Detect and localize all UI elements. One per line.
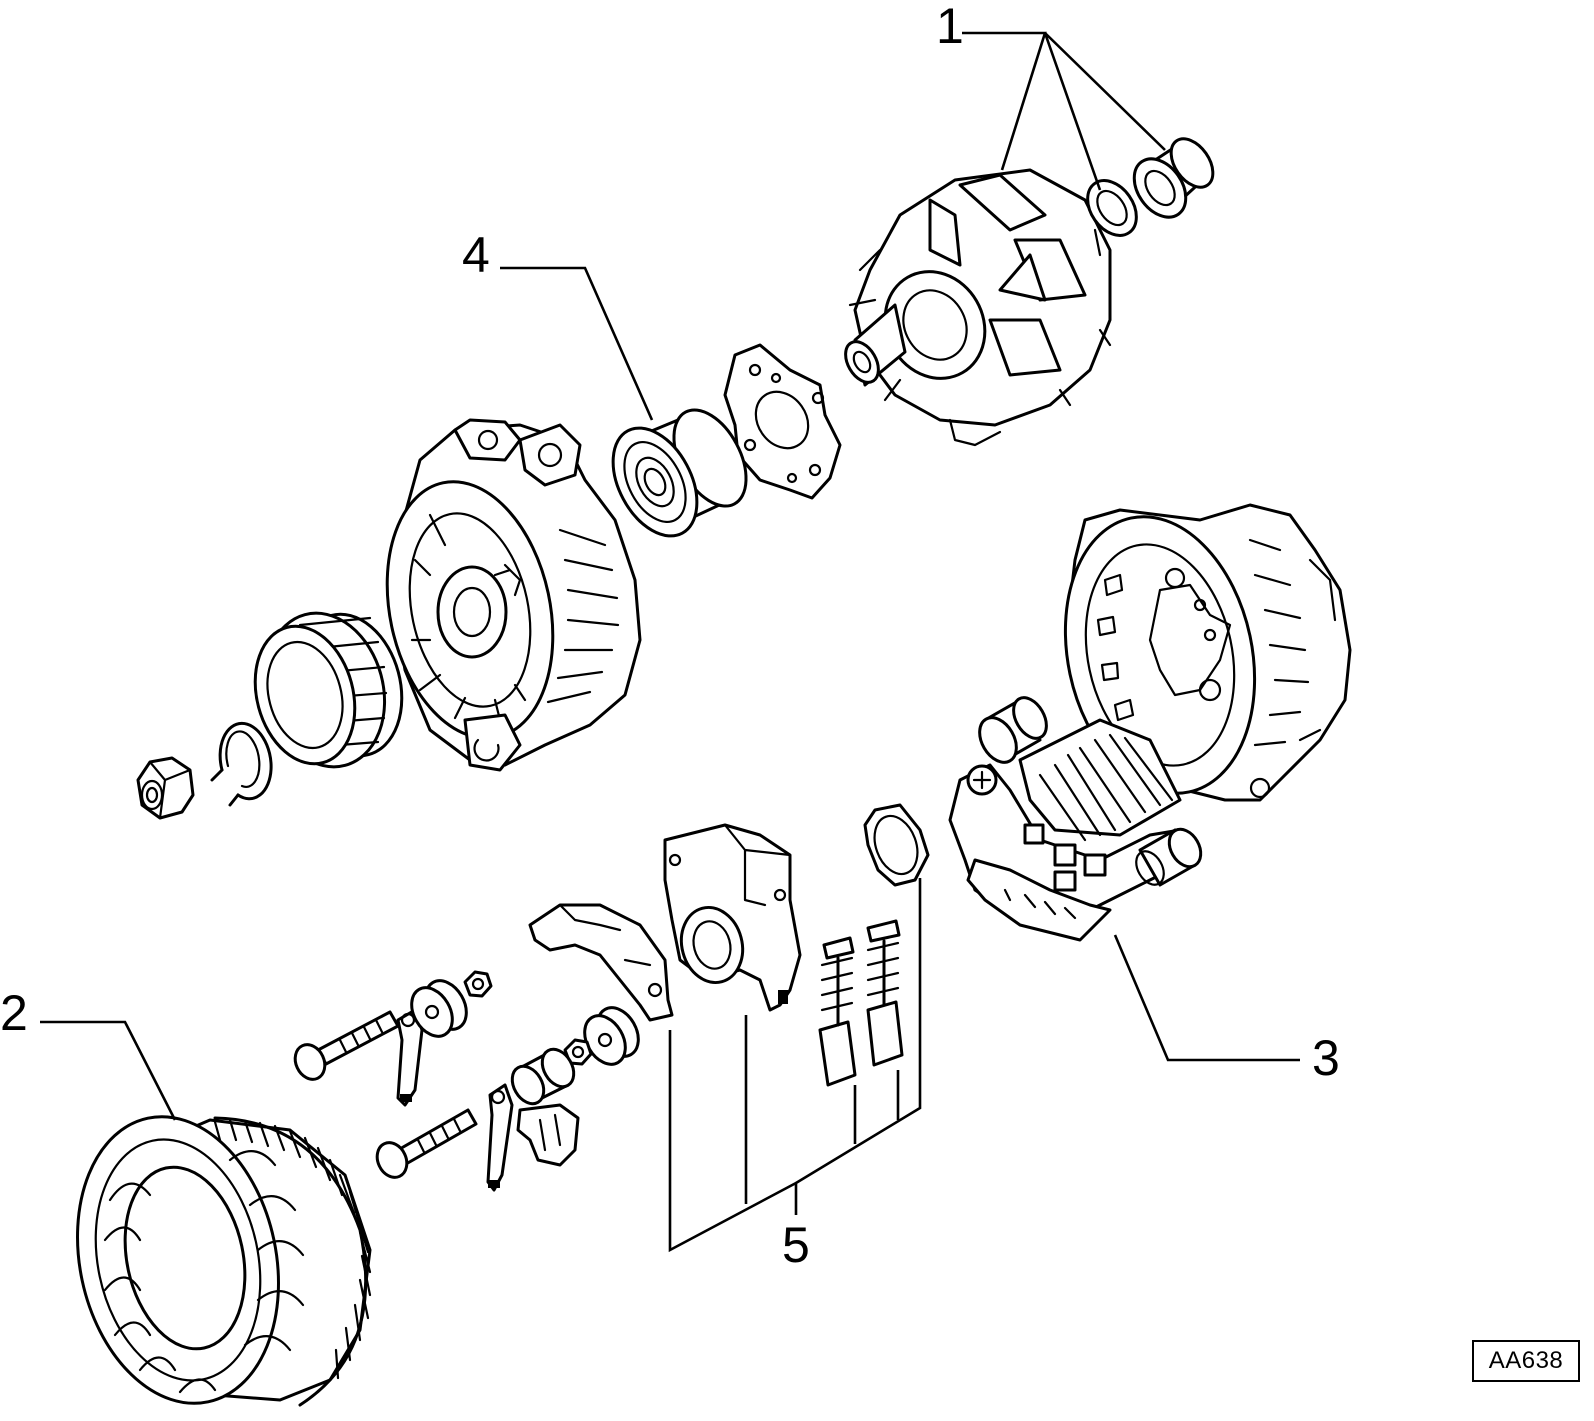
rotor-small-ring xyxy=(1086,179,1138,237)
rectifier xyxy=(948,696,1203,942)
snap-ring xyxy=(210,721,273,807)
front-housing xyxy=(385,418,642,772)
stator xyxy=(76,1115,372,1407)
brush-holder xyxy=(663,823,802,1012)
pulley xyxy=(253,611,404,769)
brush-right xyxy=(866,919,904,1067)
reference-code: AA638 xyxy=(1488,1347,1564,1374)
rotor xyxy=(844,168,1112,447)
leader-lines xyxy=(40,31,1300,1253)
brush-holder-clip xyxy=(528,903,674,1022)
pulley-nut xyxy=(136,756,195,820)
bearing-retainer-plate xyxy=(723,343,842,500)
callout-4-label: 4 xyxy=(462,227,490,283)
brush-left xyxy=(818,936,857,1087)
nut-upper xyxy=(463,970,493,998)
brush-cover-cap xyxy=(863,803,930,887)
reference-code-box: AA638 xyxy=(1472,1340,1580,1382)
suppression-capacitor xyxy=(510,1047,580,1167)
callout-3-label: 3 xyxy=(1312,1030,1340,1086)
terminal-strap-lower xyxy=(486,1083,514,1192)
callout-1-label: 1 xyxy=(936,0,964,54)
terminal-bolt-upper xyxy=(293,1010,400,1081)
callout-5-label: 5 xyxy=(782,1217,810,1273)
insulating-washer-lower xyxy=(583,1006,640,1066)
insulating-washer-upper xyxy=(410,979,468,1038)
front-bearing xyxy=(611,408,748,538)
callout-2-label: 2 xyxy=(0,985,28,1041)
terminal-bolt-lower xyxy=(375,1108,478,1179)
rotor-rear-bearing xyxy=(1132,137,1215,219)
